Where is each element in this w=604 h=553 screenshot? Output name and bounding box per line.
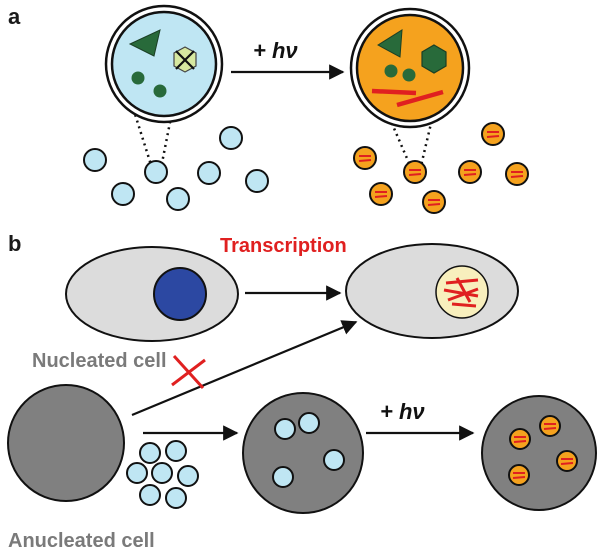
transcription-label: Transcription (220, 235, 347, 257)
vesicle (509, 428, 531, 450)
zoomed-inactive-vesicle (104, 4, 224, 124)
light-label-b: + hν (380, 399, 425, 424)
vesicle (139, 484, 161, 506)
block-cross-icon (171, 354, 206, 390)
rna-strands (371, 88, 444, 108)
panel-label-a: a (8, 4, 21, 29)
protein-triangle-shape (128, 29, 161, 57)
cross-mark-icon (175, 50, 195, 70)
rna-strands (443, 277, 479, 308)
protein-circle-shape (402, 68, 416, 82)
vesicle (144, 160, 168, 184)
inactive-vesicle-cluster (83, 126, 269, 211)
vesicle (111, 182, 135, 206)
nucleated-cell-label: Nucleated cell (32, 350, 167, 372)
light-label-a: + hν (253, 38, 298, 63)
vesicle (166, 187, 190, 211)
vesicle (508, 464, 530, 486)
nucleated-cell-left (65, 246, 239, 342)
panel-label-b: b (8, 231, 21, 256)
vesicle (274, 418, 296, 440)
vesicle (298, 412, 320, 434)
vesicle (323, 449, 345, 471)
vesicle (245, 169, 269, 193)
nucleus-blue (153, 267, 207, 321)
activated-anucleated-cell (481, 395, 597, 511)
loaded-anucleated-cell (242, 392, 364, 514)
vesicle (83, 148, 107, 172)
vesicle (458, 160, 482, 184)
vesicle (505, 162, 529, 186)
zoom-dotted-lines-right (385, 111, 435, 171)
vesicle (151, 462, 173, 484)
vesicle (369, 182, 393, 206)
vesicle (165, 440, 187, 462)
vesicle (139, 442, 161, 464)
protein-circle-shape (384, 64, 398, 78)
vesicle (556, 450, 578, 472)
vesicle (481, 122, 505, 146)
blocked-arrow (131, 320, 358, 417)
anucleated-cell-label: Anucleated cell (8, 530, 155, 552)
vesicle (539, 415, 561, 437)
vesicle (165, 487, 187, 509)
zoomed-active-vesicle (349, 7, 471, 129)
protein-triangle-shape (377, 29, 403, 58)
vesicle (177, 465, 199, 487)
vesicle (272, 466, 294, 488)
nucleated-cell-right (345, 243, 519, 339)
active-hexagon-shape (421, 44, 447, 74)
free-vesicle-cluster (126, 440, 199, 509)
active-vesicle-cluster (353, 122, 529, 214)
protein-circle-shape (153, 84, 167, 98)
vesicle (197, 161, 221, 185)
anucleated-cell (7, 384, 125, 502)
vesicle (126, 462, 148, 484)
vesicle (422, 190, 446, 214)
vesicle (353, 146, 377, 170)
protein-circle-shape (131, 71, 145, 85)
vesicle (219, 126, 243, 150)
vesicle (403, 160, 427, 184)
